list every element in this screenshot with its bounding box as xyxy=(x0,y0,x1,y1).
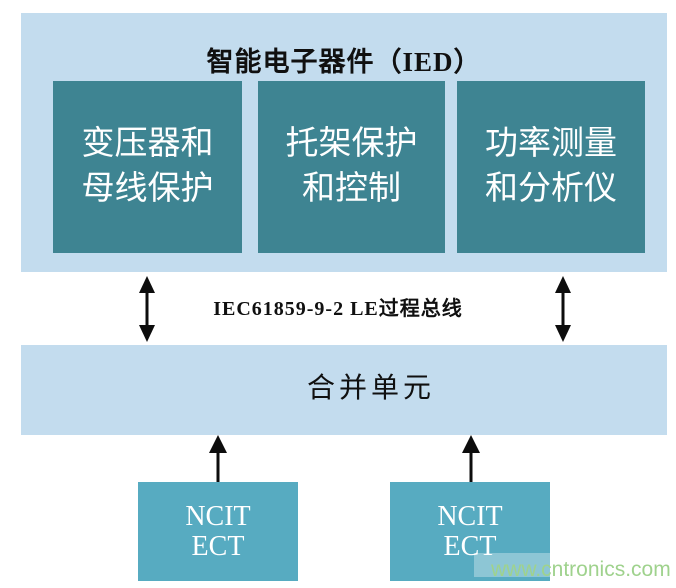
ied-box-label-line2: 和控制 xyxy=(302,171,401,207)
sensor-box-ncit-ect: NCIT ECT xyxy=(138,482,298,581)
ied-box-power-measurement-analyzer: 功率测量 和分析仪 xyxy=(457,81,645,253)
ied-title: 智能电子器件（IED） xyxy=(206,47,482,77)
merging-unit-bar: 合并单元 xyxy=(21,345,667,435)
ied-box-label-line2: 母线保护 xyxy=(81,171,214,207)
up-arrow-icon xyxy=(462,435,480,483)
watermark-text: www.cntronics.com xyxy=(491,558,671,581)
merging-unit-label: 合并单元 xyxy=(306,373,435,404)
ied-box-label-line1: 变压器和 xyxy=(81,126,214,162)
sensor-box-label-line2: ECT xyxy=(443,530,497,562)
ied-box-label-line1: 功率测量 xyxy=(485,126,617,162)
ied-container: 智能电子器件（IED） 变压器和 母线保护 托架保护 和控制 功率测量 和分析仪 xyxy=(21,13,667,272)
ied-box-label-line2: 和分析仪 xyxy=(485,171,617,207)
watermark-highlight xyxy=(474,553,666,577)
process-bus-label: IEC61859-9-2 LE过程总线 xyxy=(213,298,463,320)
sensor-box-ncit-ect: NCIT ECT xyxy=(390,482,550,581)
ied-box-bay-protection-control: 托架保护 和控制 xyxy=(258,81,445,253)
ied-box-label-line1: 托架保护 xyxy=(285,126,418,162)
ied-box-transformer-busbar-protection: 变压器和 母线保护 xyxy=(53,81,242,253)
sensor-box-label-line1: NCIT xyxy=(437,500,503,532)
double-arrow-icon xyxy=(139,276,155,342)
sensor-box-label-line1: NCIT xyxy=(185,500,251,532)
sensor-box-label-line2: ECT xyxy=(191,530,245,562)
double-arrow-icon xyxy=(555,276,571,342)
up-arrow-icon xyxy=(209,435,227,483)
